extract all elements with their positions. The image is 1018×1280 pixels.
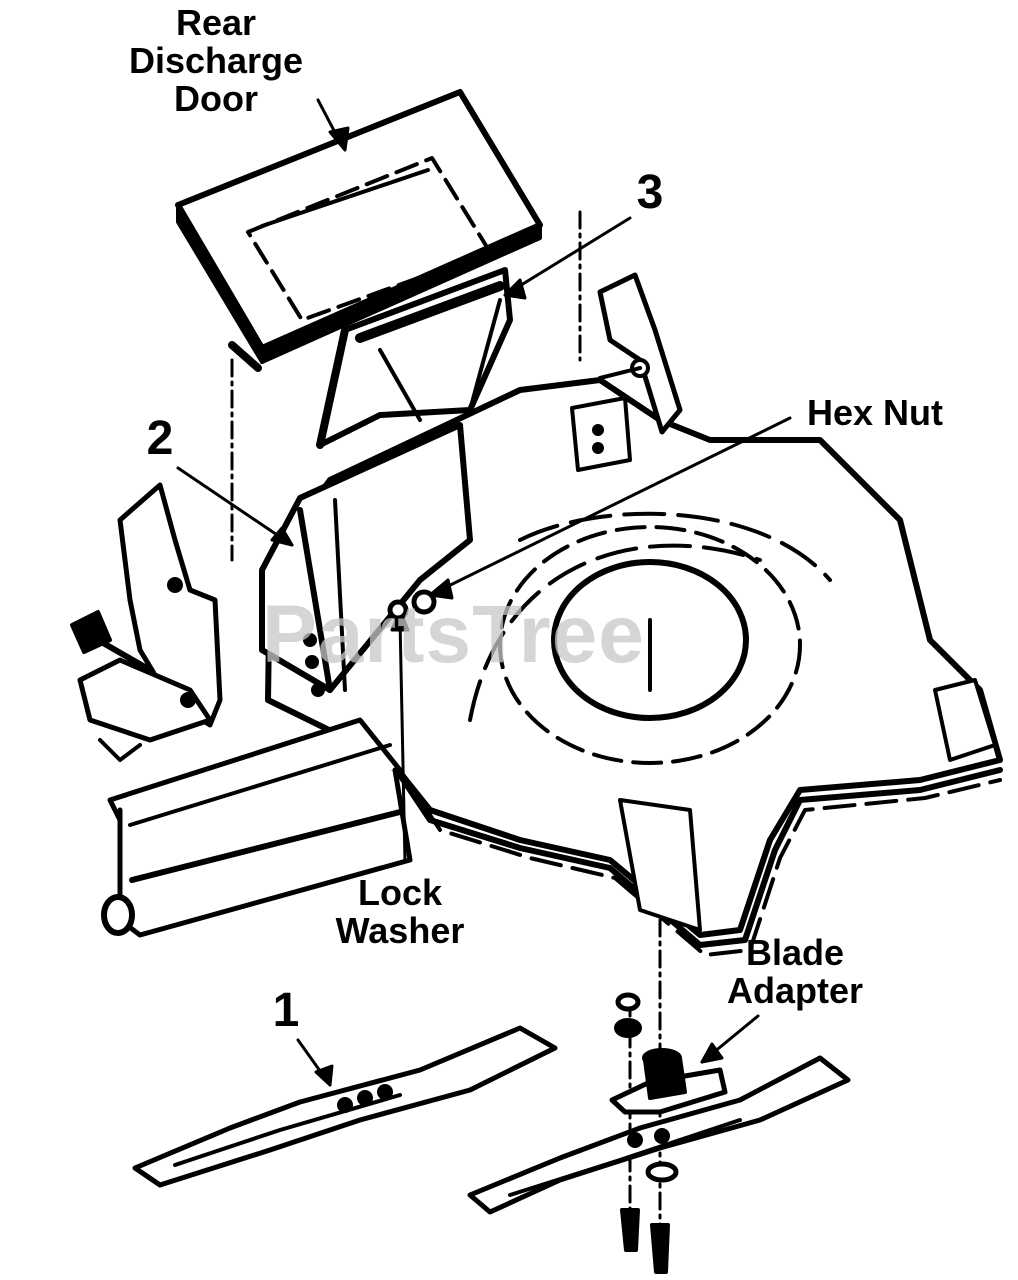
part-3-chute bbox=[316, 267, 513, 449]
rear-discharge-door-part bbox=[175, 89, 543, 372]
label-rear-discharge-door: Rear Discharge Door bbox=[128, 2, 304, 119]
lock-washer-part bbox=[387, 599, 409, 621]
assembly-lines bbox=[230, 210, 662, 1242]
part-1-blade bbox=[132, 1025, 558, 1188]
callout-1: 1 bbox=[272, 984, 300, 1037]
callout-2: 2 bbox=[146, 412, 174, 465]
watermark-text: PartsTree bbox=[262, 589, 645, 680]
blade-bolts bbox=[620, 1161, 679, 1274]
leader-lines bbox=[176, 98, 792, 1087]
part-2-bracket bbox=[259, 422, 473, 697]
label-hex-nut: Hex Nut bbox=[806, 392, 944, 433]
blade-adapter-part bbox=[609, 992, 728, 1115]
left-height-adjuster bbox=[70, 482, 223, 762]
right-height-bracket bbox=[597, 272, 683, 435]
label-lock-washer: Lock Washer bbox=[335, 872, 465, 951]
label-blade-adapter: Blade Adapter bbox=[726, 932, 864, 1011]
installed-blade bbox=[467, 1055, 851, 1215]
callout-3: 3 bbox=[636, 166, 664, 219]
hex-nut-part bbox=[411, 589, 437, 615]
